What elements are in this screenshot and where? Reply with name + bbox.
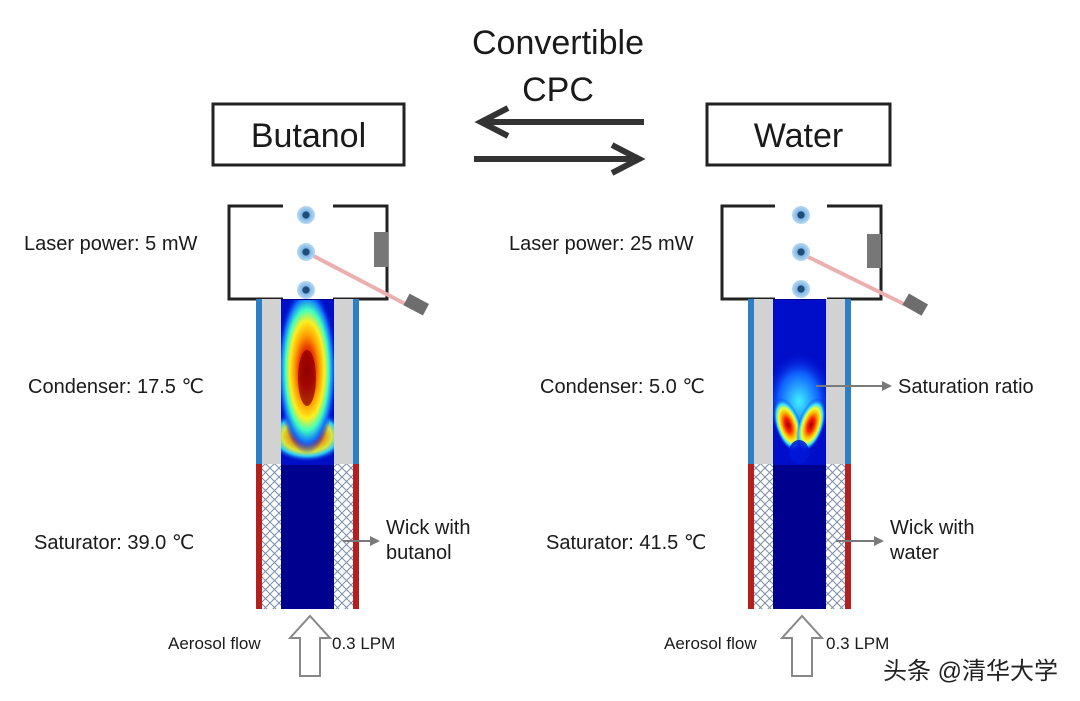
saturation-plume — [773, 300, 826, 465]
water-cpc: Laser power: 25 mW Condenser: 5.0 ℃ Satu… — [509, 204, 1034, 677]
flow-rate-label: 0.3 LPM — [332, 634, 395, 653]
arrow-left-icon — [474, 105, 644, 139]
particle-icon — [792, 206, 810, 224]
flow-rate-label: 0.3 LPM — [826, 634, 889, 653]
condenser-label: Condenser: 17.5 ℃ — [28, 376, 204, 398]
pointer-arrow-icon — [874, 536, 884, 546]
butanol-cpc: Laser power: 5 mW Condenser: 17.5 ℃ Satu… — [24, 204, 470, 677]
butanol-label: Butanol — [251, 117, 366, 155]
title-line-2: CPC — [522, 71, 594, 109]
laser-icon — [403, 293, 429, 316]
saturator-label: Saturator: 39.0 ℃ — [34, 532, 194, 554]
laser-beam — [799, 251, 913, 310]
saturation-plume — [281, 300, 334, 465]
wick-label-line1: Wick with — [386, 517, 470, 539]
water-box: Water — [705, 102, 892, 167]
detector-icon — [867, 234, 881, 268]
watermark: 头条 @清华大学 — [883, 658, 1058, 685]
water-label: Water — [754, 117, 843, 155]
particle-icon — [792, 280, 810, 298]
laser-beam — [305, 250, 414, 310]
aerosol-flow-label: Aerosol flow — [168, 634, 261, 653]
condenser-label: Condenser: 5.0 ℃ — [540, 376, 705, 398]
laser-power-label: Laser power: 25 mW — [509, 233, 694, 255]
particle-icon — [297, 281, 315, 299]
butanol-box: Butanol — [211, 102, 406, 167]
title-line-1: Convertible — [472, 24, 644, 62]
wick-label-line2: water — [889, 542, 939, 564]
laser-icon — [902, 293, 929, 316]
pointer-arrow-icon — [882, 381, 892, 391]
saturation-ratio-label: Saturation ratio — [898, 376, 1034, 398]
particle-icon — [792, 243, 810, 261]
flow-arrow-icon — [287, 614, 333, 677]
wick-label-line2: butanol — [386, 542, 452, 564]
detector-icon — [374, 232, 388, 267]
flow-arrow-icon — [779, 614, 825, 677]
wick-label-line1: Wick with — [890, 517, 974, 539]
pointer-arrow-icon — [370, 536, 380, 546]
laser-power-label: Laser power: 5 mW — [24, 233, 198, 255]
saturator-label: Saturator: 41.5 ℃ — [546, 532, 706, 554]
aerosol-flow-label: Aerosol flow — [664, 634, 757, 653]
arrow-right-icon — [474, 142, 646, 176]
particle-icon — [297, 243, 315, 261]
particle-icon — [297, 206, 315, 224]
